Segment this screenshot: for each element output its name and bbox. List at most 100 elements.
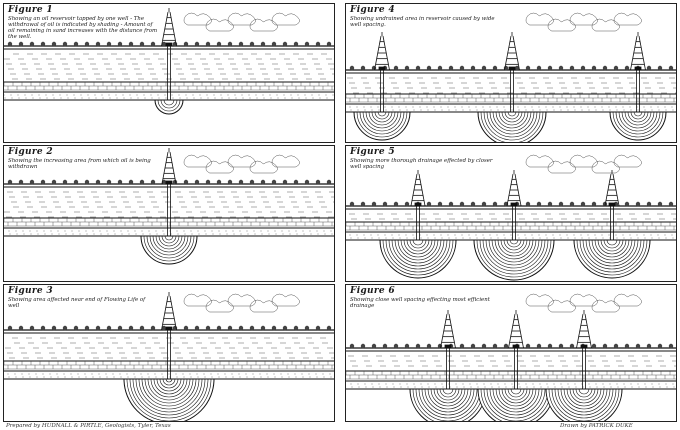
sand-grain (291, 97, 293, 99)
sand-grain (476, 237, 478, 239)
ground-vegetation (448, 65, 454, 71)
sand-grain (532, 237, 534, 239)
ground-vegetation (492, 343, 498, 349)
sand-grain (630, 237, 632, 239)
figure-5-title: Figure 5 (350, 147, 395, 157)
ground-vegetation (613, 65, 619, 71)
sand-grain (531, 234, 533, 236)
drainage-ring (146, 235, 192, 259)
sand-grain (294, 373, 296, 375)
ground-vegetation (602, 343, 608, 349)
oil-derrick (506, 170, 522, 207)
sand-grain (115, 94, 117, 96)
derrick-base (165, 180, 173, 185)
sand-grain (289, 233, 291, 235)
rock-layer (4, 186, 334, 218)
sand-grain (511, 109, 513, 111)
sand-grain (498, 386, 500, 388)
sand-grain (531, 106, 533, 108)
ground-vegetation (360, 343, 366, 349)
sand-grain (568, 386, 570, 388)
oil-sand (349, 234, 674, 239)
sand-grain (645, 386, 647, 388)
sand-grain (220, 94, 222, 96)
sand-grain (108, 94, 110, 96)
sand-grain (58, 233, 60, 235)
ground-vegetation (580, 65, 586, 71)
sand-grain (407, 386, 409, 388)
drainage-ring (557, 388, 611, 416)
ground-vegetation (95, 41, 101, 47)
oil-sand (8, 230, 333, 235)
drainage-ring (633, 111, 643, 117)
drainage-ring (163, 99, 175, 106)
ground-vegetation (227, 325, 233, 331)
sand-grain (225, 230, 227, 232)
sand-grain (608, 106, 610, 108)
drainage-ring (495, 388, 537, 410)
sand-grain (574, 109, 576, 111)
sand-grain (15, 230, 17, 232)
sand-grain (545, 234, 547, 236)
ground-vegetation (481, 201, 487, 207)
rock-layer (346, 72, 676, 94)
sand-grain (477, 386, 479, 388)
sand-grain (113, 376, 115, 378)
sand-grain (601, 106, 603, 108)
sand-grain (587, 234, 589, 236)
sand-grain (433, 106, 435, 108)
sand-grain (217, 373, 219, 375)
sand-grain (399, 383, 401, 385)
sand-grain (426, 234, 428, 236)
drainage-ring (433, 388, 463, 404)
sand-grain (518, 383, 520, 385)
ground-vegetation (547, 65, 553, 71)
cloud (547, 18, 576, 32)
sand-grain (31, 94, 33, 96)
sand-grain (213, 94, 215, 96)
sand-grain (204, 376, 206, 378)
drainage-ring (161, 235, 177, 244)
sand-grain (560, 383, 562, 385)
sand-grain (193, 97, 195, 99)
drainage-ring (624, 111, 652, 126)
sand-grain (657, 106, 659, 108)
sand-grain (109, 97, 111, 99)
ground-vegetation (602, 65, 608, 71)
drainage-ring (566, 388, 602, 407)
sand-grain (295, 230, 297, 232)
sand-grain (207, 97, 209, 99)
sand-grain (309, 376, 311, 378)
drainage-ring (164, 235, 174, 241)
sand-grain (135, 233, 137, 235)
ground-vegetation (271, 325, 277, 331)
sand-grain (283, 94, 285, 96)
ground-vegetation (293, 41, 299, 47)
sand-grain (43, 376, 45, 378)
sand-grain (267, 376, 269, 378)
cloud (271, 293, 300, 307)
ground-vegetation (393, 343, 399, 349)
sand-grain (447, 106, 449, 108)
sand-grain (71, 376, 73, 378)
drainage-ring (491, 239, 537, 263)
ground-vegetation (139, 325, 145, 331)
sand-grain (36, 230, 38, 232)
ground-vegetation (7, 179, 13, 185)
sand-grain (609, 383, 611, 385)
ground-vegetation (393, 201, 399, 207)
oil-sand (7, 373, 332, 378)
drainage-ring (582, 239, 642, 270)
ground-vegetation (194, 325, 200, 331)
sand-grain (616, 237, 618, 239)
sand-grain (255, 94, 257, 96)
footer-credit-drafter: Drawn by PATRICK DUKE (560, 423, 633, 429)
ground-vegetation (282, 41, 288, 47)
sand-grain (36, 376, 38, 378)
oil-derrick (161, 8, 177, 47)
sand-grain (532, 109, 534, 111)
sand-grain (596, 386, 598, 388)
sand-grain (575, 386, 577, 388)
sand-grain (595, 109, 597, 111)
drainage-ring (482, 239, 546, 272)
